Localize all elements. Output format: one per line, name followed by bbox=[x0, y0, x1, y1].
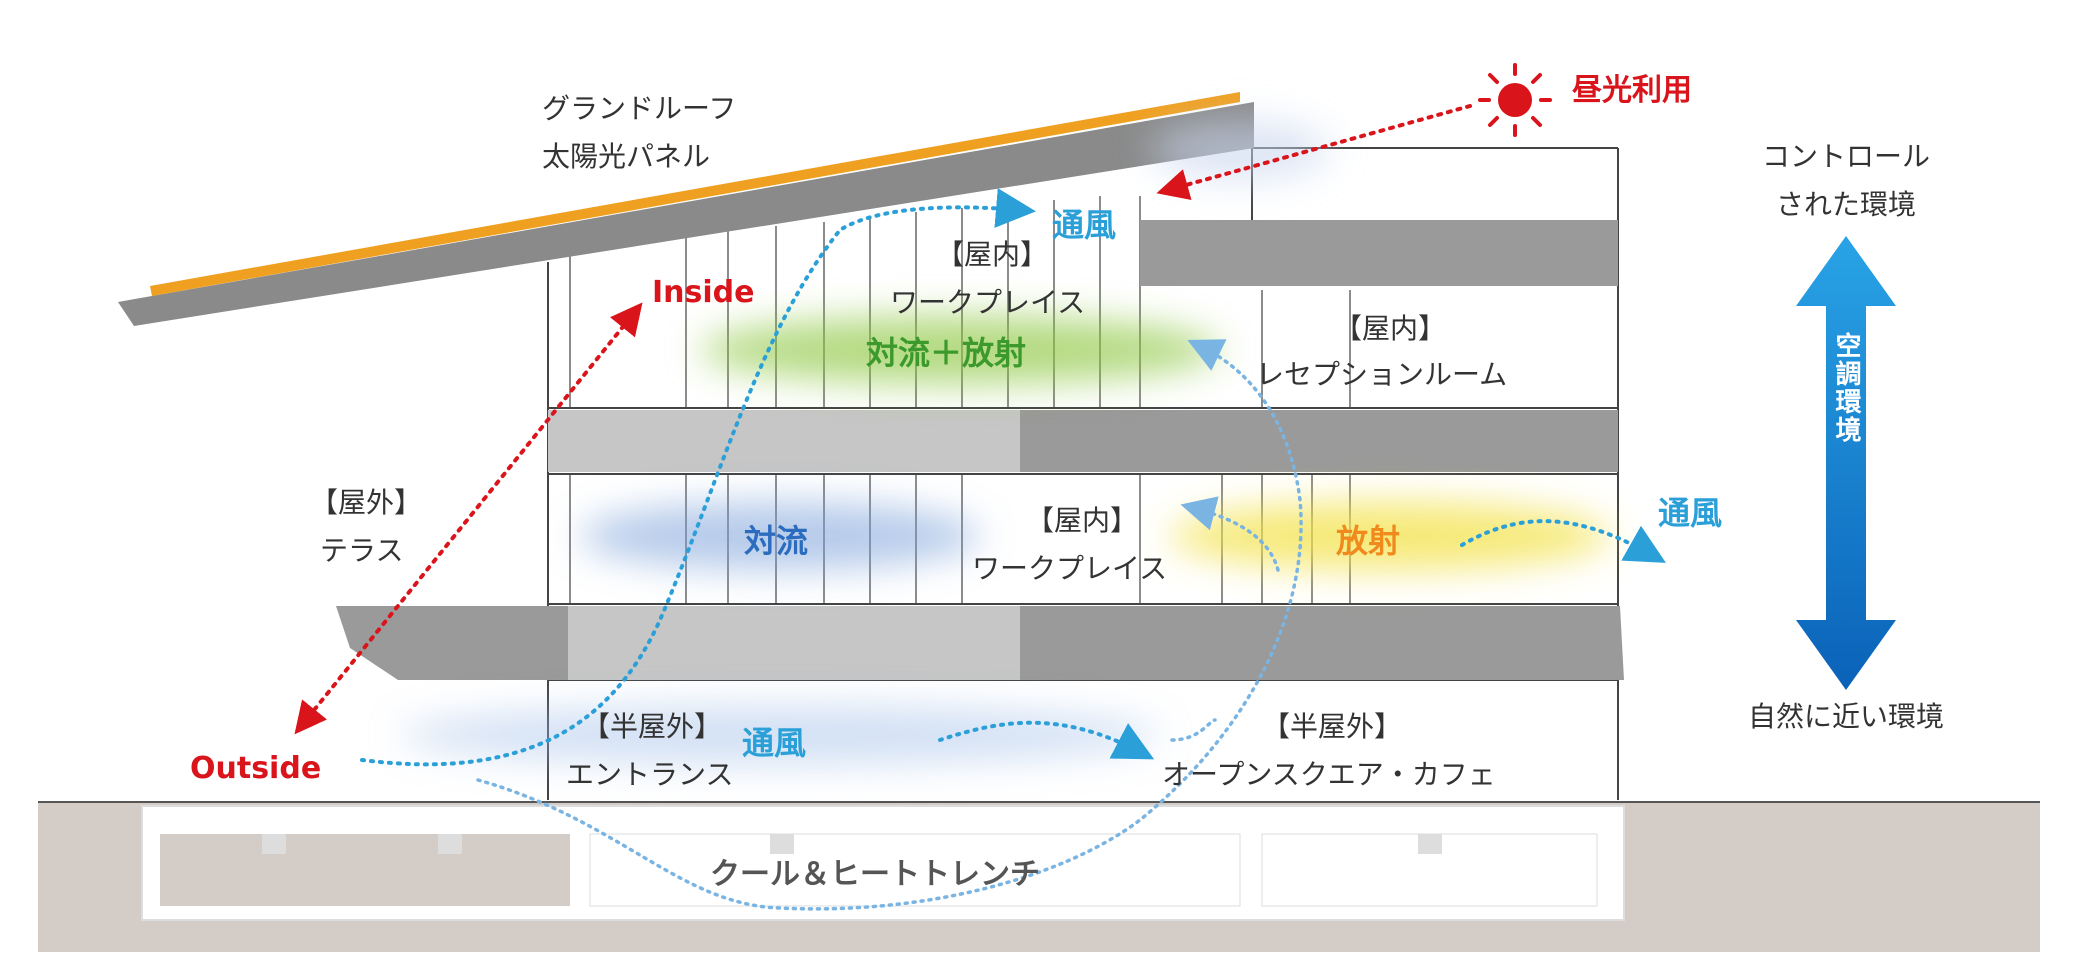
ventilation-right-path bbox=[1460, 519, 1666, 563]
convection-radiation-label: 対流＋放射 bbox=[866, 334, 1026, 372]
hvac-double-arrow bbox=[1796, 236, 1896, 690]
slab-top-right bbox=[1140, 220, 1618, 286]
solar-panel-label: 太陽光パネル bbox=[542, 140, 710, 173]
inside-outside-arrow bbox=[294, 302, 643, 735]
workplace-top-label-2: ワークプレイス bbox=[890, 286, 1085, 319]
trench-loop-path bbox=[476, 339, 1303, 911]
plaza-label-1: 【半屋外】 bbox=[1262, 710, 1402, 743]
outside-label: Outside bbox=[190, 751, 321, 786]
workplace-mid-label-2: ワークプレイス bbox=[972, 552, 1167, 585]
workplace-top-label-1: 【屋内】 bbox=[936, 238, 1048, 271]
trench-rise-path bbox=[1180, 496, 1280, 572]
daylight-arrow bbox=[1156, 104, 1472, 201]
trench-label: クール＆ヒートトレンチ bbox=[710, 857, 1040, 892]
daylight-label: 昼光利用 bbox=[1572, 73, 1692, 108]
plaza-label-2: オープンスクエア・カフェ bbox=[1162, 758, 1496, 791]
slab-middle bbox=[548, 410, 1618, 472]
airflow-paths bbox=[360, 188, 1666, 911]
natural-env-label: 自然に近い環境 bbox=[1748, 700, 1944, 733]
sun-icon bbox=[1478, 63, 1552, 137]
entrance-label-2: エントランス bbox=[566, 758, 733, 791]
reception-label-1: 【屋内】 bbox=[1334, 312, 1446, 345]
trench-structure bbox=[141, 805, 1625, 921]
slab-lower bbox=[336, 606, 1624, 680]
grand-roof bbox=[118, 92, 1254, 326]
ventilation-bottom-label: 通風 bbox=[742, 724, 806, 762]
entrance-to-plaza-path bbox=[1170, 718, 1217, 742]
reception-label-2: レセプションルーム bbox=[1256, 358, 1507, 391]
workplace-mid-label-1: 【屋内】 bbox=[1026, 504, 1138, 537]
roof-label: グランドルーフ bbox=[542, 92, 736, 125]
entrance-label-1: 【半屋外】 bbox=[582, 710, 722, 743]
convection-label: 対流 bbox=[744, 522, 808, 560]
hvac-label: 空調環境 bbox=[1831, 331, 1861, 444]
ventilation-main-path bbox=[360, 188, 1036, 767]
controlled-env-label-2: された環境 bbox=[1776, 188, 1916, 221]
radiation-label: 放射 bbox=[1336, 522, 1400, 560]
terrace-label-2: テラス bbox=[320, 534, 403, 567]
inside-label: Inside bbox=[652, 275, 754, 310]
ventilation-top-label: 通風 bbox=[1052, 206, 1116, 244]
terrace-label-1: 【屋外】 bbox=[310, 486, 422, 519]
controlled-env-label-1: コントロール bbox=[1762, 140, 1930, 173]
ventilation-right-label: 通風 bbox=[1658, 494, 1722, 532]
